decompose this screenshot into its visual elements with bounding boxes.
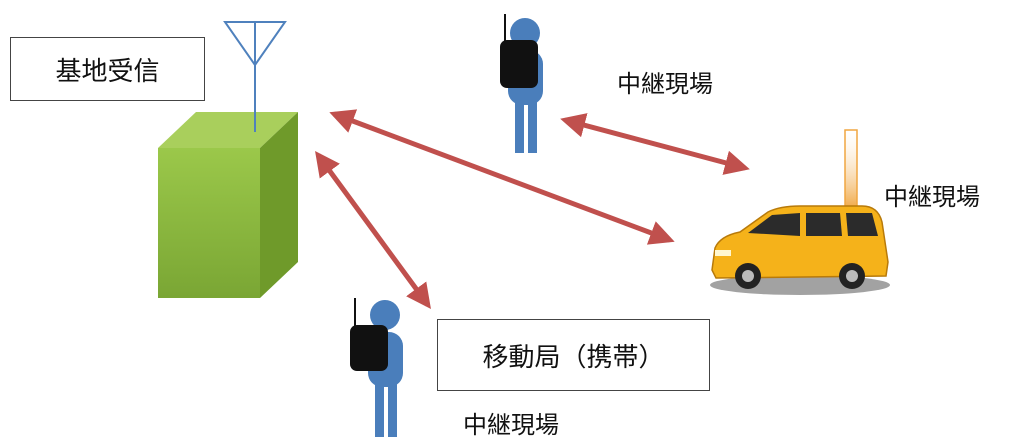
base-station-label: 基地受信 xyxy=(10,37,205,101)
radio-icon xyxy=(500,14,538,88)
antenna-icon xyxy=(223,21,287,132)
relay-right-label: 中継現場 xyxy=(884,183,980,211)
arrow-relay-to-car xyxy=(560,113,750,175)
relay-top-label: 中継現場 xyxy=(617,70,713,98)
car-icon xyxy=(710,205,890,295)
base-station-building xyxy=(158,112,298,298)
arrow-base-to-car xyxy=(329,109,675,245)
car-mast xyxy=(844,129,858,211)
relay-bottom-label: 中継現場 xyxy=(463,411,559,439)
mobile-station-label: 移動局（携帯） xyxy=(437,319,710,391)
radio-icon xyxy=(350,298,388,371)
link-arrows xyxy=(315,109,750,310)
arrow-base-to-mobile xyxy=(315,150,431,310)
